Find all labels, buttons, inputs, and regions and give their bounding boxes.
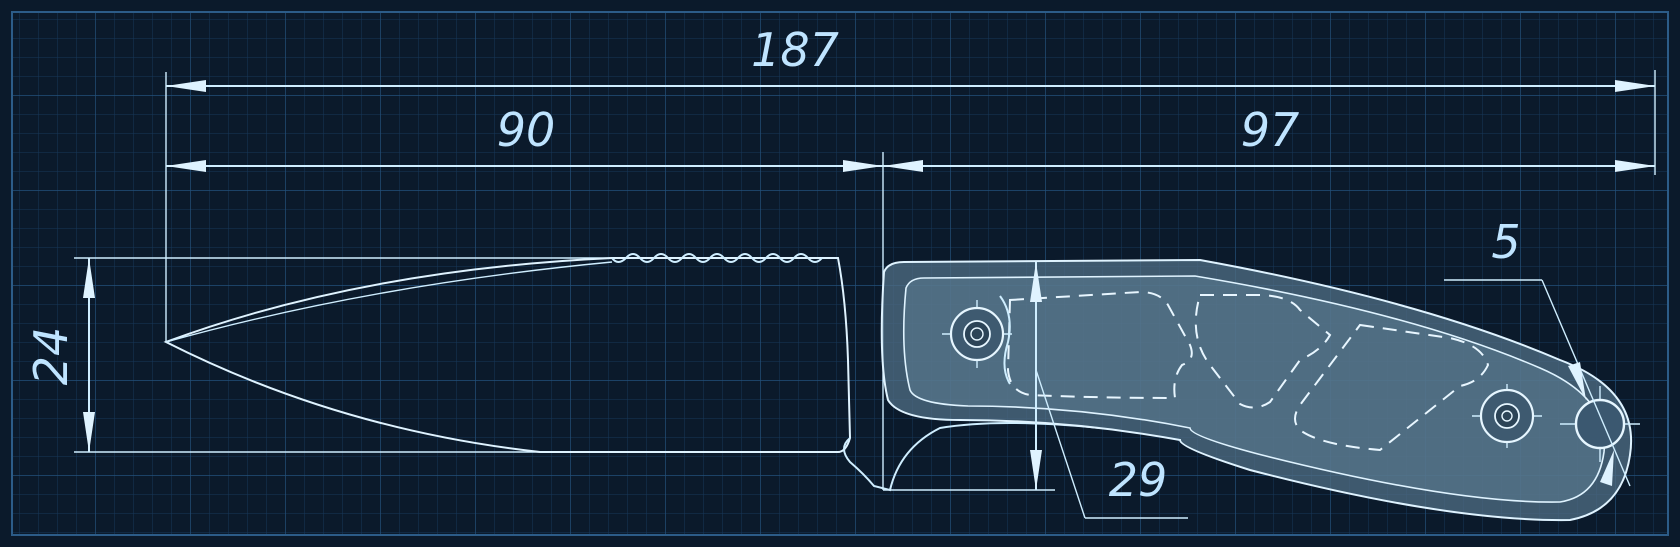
frame-border	[11, 11, 1669, 536]
dimension-label-handle-height: 29	[1109, 453, 1168, 507]
finger-guard	[843, 422, 1101, 492]
dimension-handle-height: 29	[1030, 262, 1188, 519]
handle-cutout-1	[1006, 290, 1193, 400]
handle	[880, 258, 1640, 522]
dimension-label-blade-length: 90	[497, 103, 556, 157]
dimension-label-handle-length: 97	[1241, 103, 1300, 157]
dimension-overall: 187	[165, 23, 1656, 342]
handle-cutout-3	[1294, 323, 1490, 452]
blade	[163, 253, 852, 453]
dimension-label-blade-height: 24	[24, 327, 78, 386]
lanyard-hole	[1560, 386, 1640, 462]
front-bolt	[942, 300, 1012, 368]
dimension-handle-length: 97	[883, 103, 1655, 172]
dimension-hole-diameter: 5	[1444, 215, 1631, 487]
dimension-label-hole-diameter: 5	[1491, 215, 1520, 269]
dimension-blade-length: 90	[166, 103, 884, 490]
handle-contour-line	[999, 295, 1011, 385]
rear-bolt	[1472, 384, 1542, 448]
dimension-label-overall: 187	[751, 23, 839, 77]
handle-cutout-2	[1194, 294, 1332, 409]
